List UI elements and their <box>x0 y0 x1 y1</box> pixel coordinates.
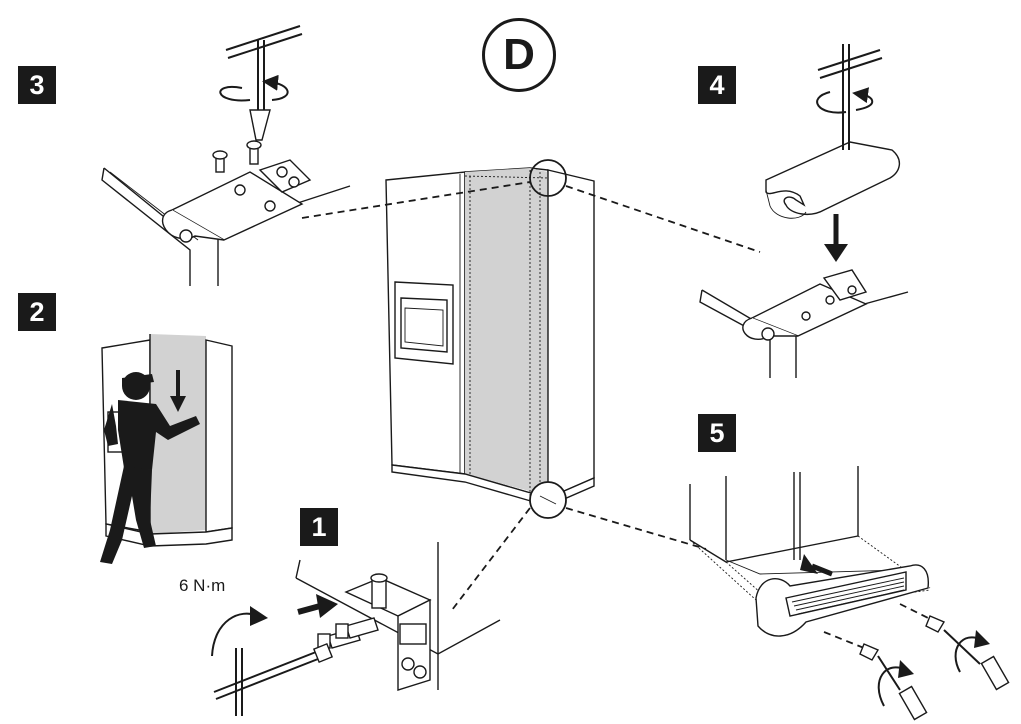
step1-illustration <box>211 542 501 716</box>
step-badge-1: 1 <box>300 508 338 546</box>
step4-illustration <box>699 44 909 378</box>
step-badge-5: 5 <box>698 414 736 452</box>
step-badge-3: 3 <box>18 66 56 104</box>
refrigerator <box>385 159 595 519</box>
step-badge-4: 4 <box>698 66 736 104</box>
section-letter: D <box>482 18 556 92</box>
step3-illustration <box>101 25 351 286</box>
callout-lines <box>301 181 761 611</box>
step2-illustration <box>100 334 233 564</box>
step-badge-2: 2 <box>18 293 56 331</box>
step5-illustration <box>689 466 1010 721</box>
torque-label: 6 N·m <box>179 576 226 595</box>
